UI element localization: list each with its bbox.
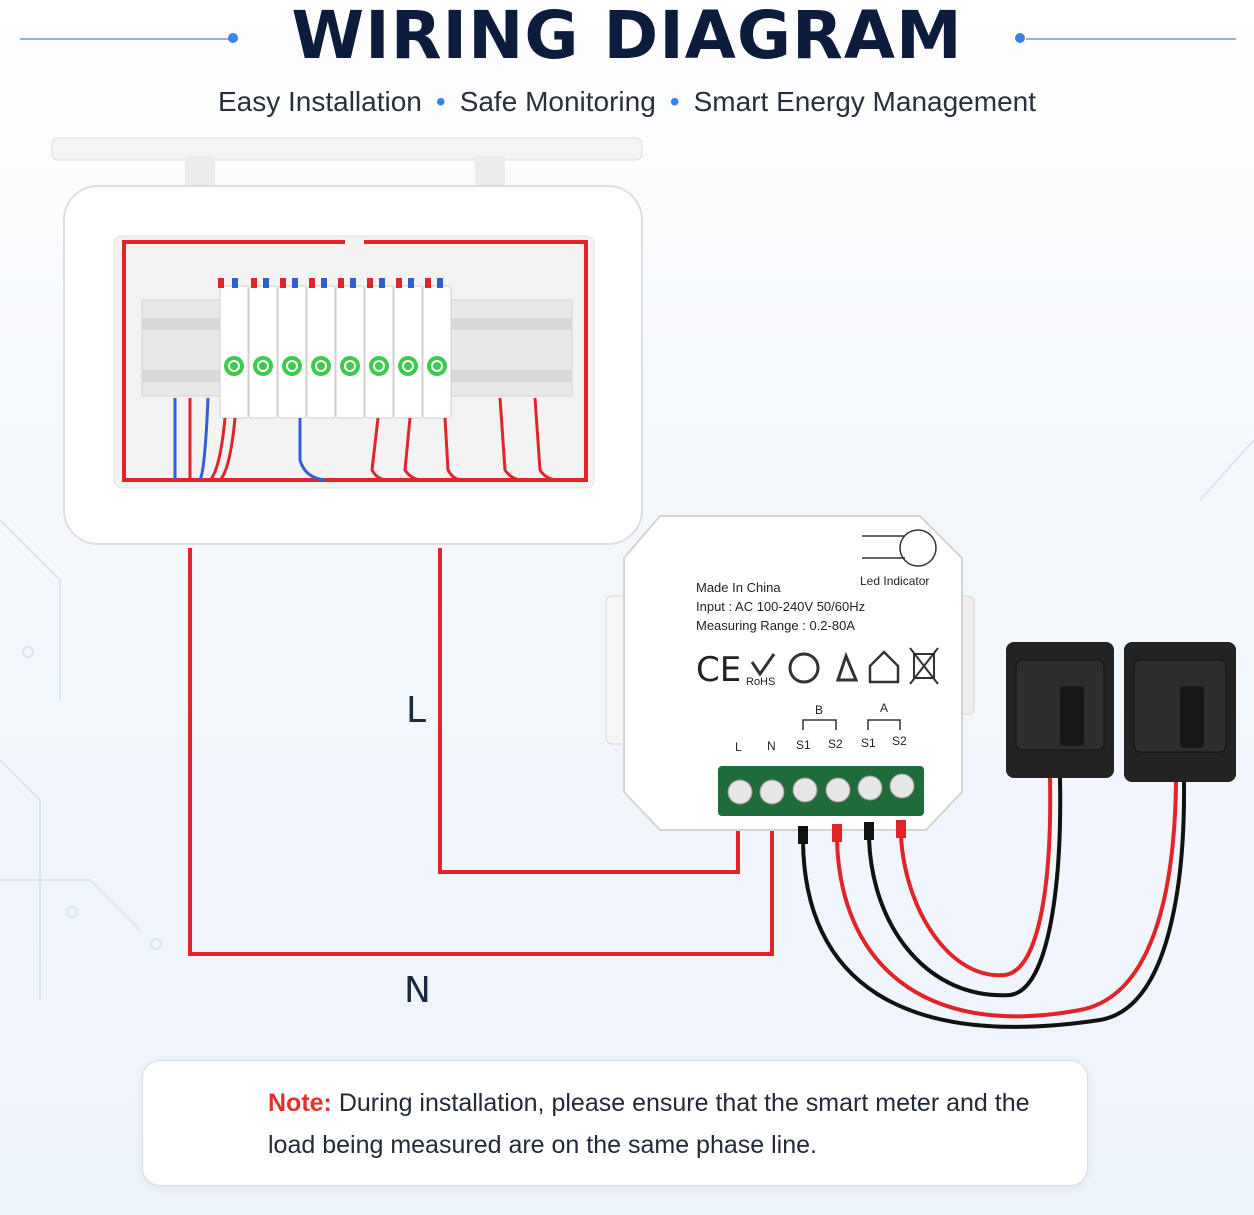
breaker-module [277,278,307,419]
subtitle: Easy Installation • Safe Monitoring • Smart … [0,84,1254,120]
terminal-label-a-s1: S1 [861,736,876,750]
weee-bin-icon [909,647,939,685]
subtitle-separator-dot: • [669,86,680,117]
device-maker-line: Made In China [696,580,781,595]
channel-a-label: A [880,701,889,715]
terminal-label-a-s2: S2 [892,734,907,748]
breaker-module [306,278,336,419]
breaker-module [335,278,365,419]
external-wiring [188,548,774,956]
terminal-label-b-s2: S2 [828,737,843,751]
subtitle-item-installation: Easy Installation [217,86,422,117]
breaker-row [218,278,452,419]
rohs-label: RoHS [746,676,776,688]
smart-meter-device [605,515,975,831]
device-range-line: Measuring Range : 0.2-80A [696,618,855,633]
recycle-icon [788,651,859,684]
current-clamp-a [1124,642,1236,782]
header-decor-dot-right [1015,33,1025,43]
page-title: WIRING DIAGRAM [291,0,963,74]
note-box [142,1060,1088,1186]
neutral-wire [188,548,774,956]
breaker-module [364,278,394,419]
clamp-leads [798,777,1187,1029]
led-indicator-label: Led Indicator [860,574,930,588]
subtitle-separator-dot: • [435,86,446,117]
channel-b-label: B [815,703,824,717]
breaker-module [393,278,423,419]
device-input-line: Input : AC 100-240V 50/60Hz [696,599,866,614]
header-decor-dot-left [228,33,238,43]
header-decor-line-right [1026,38,1236,40]
note-label: Note: [268,1089,332,1117]
house-icon [868,650,900,684]
breaker-module [422,278,452,419]
ce-mark: CE [696,650,742,690]
led-indicator-icon [899,529,937,567]
note-body: During installation, please ensure that … [268,1089,1030,1159]
check-icon [750,653,776,677]
note-text: Note: During installation, please ensure… [268,1082,1068,1166]
circuit-decoration [0,439,1254,1000]
neutral-wire-label: N [404,970,431,1011]
current-clamp-b [1006,642,1114,778]
terminal-label-l: L [735,740,742,754]
header-decor-line-left [20,38,230,40]
internal-wiring [173,397,556,482]
live-wire [438,548,740,874]
live-wire-label: L [406,690,427,731]
terminal-label-n: N [767,739,776,753]
breaker-module [248,278,278,419]
breaker-module [218,278,249,419]
subtitle-item-monitoring: Safe Monitoring [459,86,656,117]
subtitle-item-energy: Smart Energy Management [693,86,1036,117]
terminal-label-b-s1: S1 [796,738,811,752]
